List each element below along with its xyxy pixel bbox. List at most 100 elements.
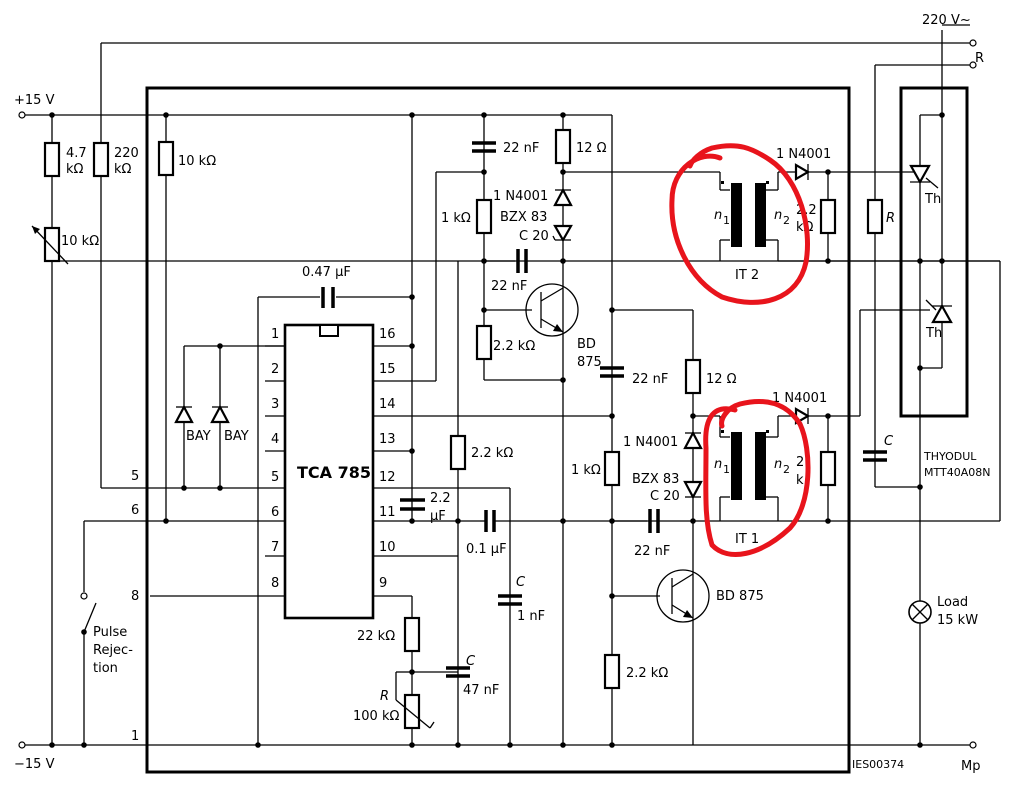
pulse-switch — [83, 602, 97, 633]
resistor-12r-a — [554, 128, 572, 165]
ext-pin-1: 1 — [131, 729, 139, 744]
mp-label: Mp — [961, 759, 980, 774]
r10k-label: 10 kΩ — [178, 154, 216, 169]
ic-notch — [319, 324, 339, 337]
c047-label: 0.47 μF — [302, 265, 351, 280]
it2-secondary — [755, 183, 766, 247]
pin-6: 6 — [271, 505, 279, 520]
c22nf-a-label: 22 nF — [503, 141, 539, 156]
pos-supply-label: +15 V — [14, 93, 55, 108]
d1n4001-a-label: 1 N4001 — [493, 189, 548, 204]
pin-7: 7 — [271, 540, 279, 555]
thyristor-2 — [931, 303, 953, 324]
bzx-a-label: BZX 83 — [500, 210, 547, 225]
r47k-val: 4.7 — [66, 146, 87, 161]
thyodul-label-1: THYODUL — [923, 450, 977, 463]
pos-terminal — [18, 111, 26, 119]
module-frame — [145, 86, 851, 774]
d1n4001-c-label: 1 N4001 — [623, 435, 678, 450]
middle-network: 2.2 μF 2.2 kΩ 0.1 μF C 1 nF 22 kΩ R — [353, 112, 1000, 748]
r-it1-unit: k — [796, 473, 804, 488]
d1n4001-b-label: 1 N4001 — [776, 147, 831, 162]
c47nf-val: 47 nF — [463, 683, 499, 698]
thyodul-label-2: MTT40A08N — [924, 466, 990, 479]
r22k-c-label: 2.2 kΩ — [471, 446, 513, 461]
thyodul-frame — [899, 86, 969, 418]
resistor-10k — [157, 140, 175, 177]
r12-b-label: 12 Ω — [706, 372, 737, 387]
r-phase-label: R — [975, 51, 984, 66]
it1-n2: n — [774, 457, 782, 472]
resistor-12r-b — [684, 358, 702, 395]
pin-9: 9 — [379, 576, 387, 591]
q2-label: BD 875 — [716, 589, 764, 604]
it1-n1: n — [714, 457, 722, 472]
bay2-label: BAY — [224, 429, 249, 444]
resistor-2k2-b — [603, 653, 621, 690]
pin-3: 3 — [271, 397, 279, 412]
resistor-220k — [92, 141, 110, 178]
r1k-a-label: 1 kΩ — [441, 211, 471, 226]
it1-primary — [731, 432, 742, 500]
it2-n1: n — [714, 208, 722, 223]
r12-a-label: 12 Ω — [576, 141, 607, 156]
pin-4: 4 — [271, 432, 279, 447]
resistor-it1 — [819, 450, 837, 487]
resistor-22k — [403, 616, 421, 653]
it1-n2-sub: 2 — [783, 463, 790, 476]
it2-n1-sub: 1 — [723, 214, 730, 227]
transistor-bd875-1 — [525, 283, 579, 337]
pot100k-sym: R — [380, 689, 389, 704]
pulse-label-3: tion — [93, 661, 118, 676]
ic-pin-labels: 1 2 3 4 5 6 7 8 16 15 14 13 12 11 10 9 — [271, 327, 396, 591]
r220k-unit: kΩ — [114, 162, 132, 177]
pot100k-val: 100 kΩ — [353, 709, 399, 724]
zener-bzx83-a — [553, 224, 573, 243]
diode-1n4001-b — [794, 163, 811, 181]
pulse-label-2: Rejec- — [93, 643, 133, 658]
r-snub-label: R — [886, 211, 895, 226]
ies-label: IES00374 — [852, 758, 904, 771]
thyristor-1 — [909, 164, 931, 185]
pin-8: 8 — [271, 576, 279, 591]
c22uf-unit: μF — [430, 509, 446, 524]
th1-label: Th — [924, 192, 941, 207]
q1-label-2: 875 — [577, 355, 602, 370]
c20-a-label: C 20 — [519, 229, 549, 244]
r-terminal — [969, 61, 977, 69]
pin-15: 15 — [379, 362, 396, 377]
zener-bzx83-b — [683, 480, 703, 500]
pulse-transformer-it2: n 1 n 2 IT 2 1 N4001 2.2 kΩ — [714, 147, 1000, 283]
pin-5: 5 — [271, 470, 279, 485]
ic-name: TCA 785 — [297, 463, 371, 482]
resistor-1k-a — [475, 198, 493, 235]
pin-11: 11 — [379, 505, 396, 520]
it1-secondary — [755, 432, 766, 500]
neg-terminal — [18, 741, 26, 749]
mains-terminal — [969, 39, 977, 47]
resistor-4k7 — [43, 141, 61, 178]
r47k-unit: kΩ — [66, 162, 84, 177]
bay1-label: BAY — [186, 429, 211, 444]
transistor-bd875-2 — [656, 569, 710, 623]
r1k-b-label: 1 kΩ — [571, 463, 601, 478]
ic-body — [283, 323, 375, 620]
it1-label: IT 1 — [735, 532, 759, 547]
c-snub-label: C — [884, 434, 894, 449]
resistor-snubber — [866, 198, 884, 235]
pin-2: 2 — [271, 362, 279, 377]
pulse-label-1: Pulse — [93, 625, 127, 640]
ext-pin-5: 5 — [131, 469, 139, 484]
mains-label: 220 V~ — [922, 13, 971, 28]
potentiometer-10k — [43, 226, 61, 263]
ext-pin-6: 6 — [131, 503, 139, 518]
it2-n2-sub: 2 — [783, 214, 790, 227]
pin-14: 14 — [379, 397, 396, 412]
it2-label: IT 2 — [735, 268, 759, 283]
pin-13: 13 — [379, 432, 396, 447]
c22nf-b-label: 22 nF — [491, 279, 527, 294]
load-label-1: Load — [937, 595, 968, 610]
pulse-transformer-it1: n 1 n 2 IT 1 1 N4001 2. k — [714, 309, 930, 547]
